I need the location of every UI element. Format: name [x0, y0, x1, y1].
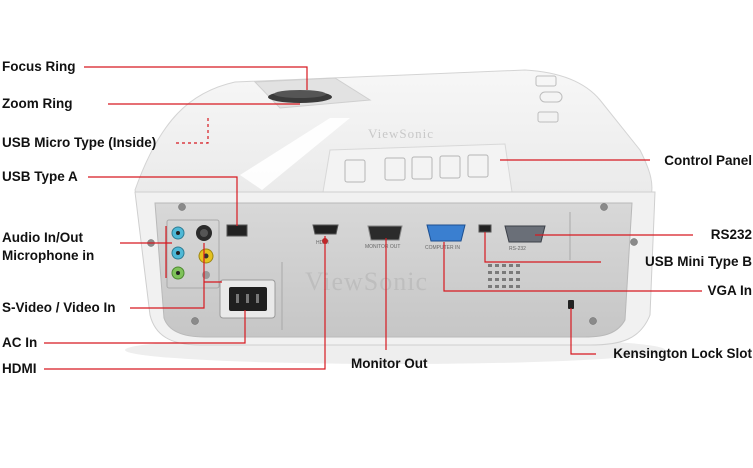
- usb-a-port: [226, 224, 248, 237]
- label-audio-in-out: Audio In/Out: [2, 230, 83, 245]
- label-monitor-out: Monitor Out: [351, 356, 428, 371]
- audio-jacks: [171, 226, 185, 280]
- label-vga-in: VGA In: [707, 283, 752, 298]
- label-svideo-video-in: S-Video / Video In: [2, 300, 116, 315]
- monitor-out-port-text: MONITOR OUT: [365, 244, 400, 250]
- hdmi-port: [312, 224, 339, 235]
- hdmi-port-text: HDMI: [316, 240, 329, 246]
- label-hdmi: HDMI: [2, 361, 37, 376]
- rs232-port: [504, 225, 546, 243]
- label-control-panel: Control Panel: [664, 153, 752, 168]
- vent-grille: [488, 264, 520, 288]
- vga-in-port-text: COMPUTER IN: [425, 245, 460, 251]
- lens-ring-inner: [274, 90, 326, 98]
- label-focus-ring: Focus Ring: [2, 59, 76, 74]
- rear-brand: ViewSonic: [305, 267, 428, 296]
- panel-dividers: [166, 212, 571, 330]
- rs232-port-text: RS-232: [509, 246, 526, 252]
- top-brand: ViewSonic: [368, 126, 434, 141]
- label-kensington-lock-slot: Kensington Lock Slot: [613, 346, 752, 361]
- mic-jack: [202, 271, 210, 279]
- label-ac-in: AC In: [2, 335, 38, 350]
- label-usb-mini-type-b: USB Mini Type B: [644, 254, 752, 269]
- label-zoom-ring: Zoom Ring: [2, 96, 73, 111]
- label-usb-micro: USB Micro Type (Inside): [2, 135, 157, 150]
- spec-badges: [535, 75, 563, 123]
- top-highlight: [240, 118, 350, 190]
- control-panel-area: [321, 143, 513, 199]
- kensington-slot: [568, 300, 574, 309]
- label-microphone-in: Microphone in: [2, 248, 95, 263]
- label-usb-type-a: USB Type A: [2, 169, 78, 184]
- control-buttons: [344, 154, 489, 183]
- label-rs232: RS232: [710, 227, 752, 242]
- usb-mini-b-port: [478, 224, 492, 233]
- leader-lines: [44, 66, 702, 370]
- monitor-out-port: [367, 225, 403, 241]
- screws: [147, 203, 638, 325]
- vga-in-port: [426, 224, 466, 242]
